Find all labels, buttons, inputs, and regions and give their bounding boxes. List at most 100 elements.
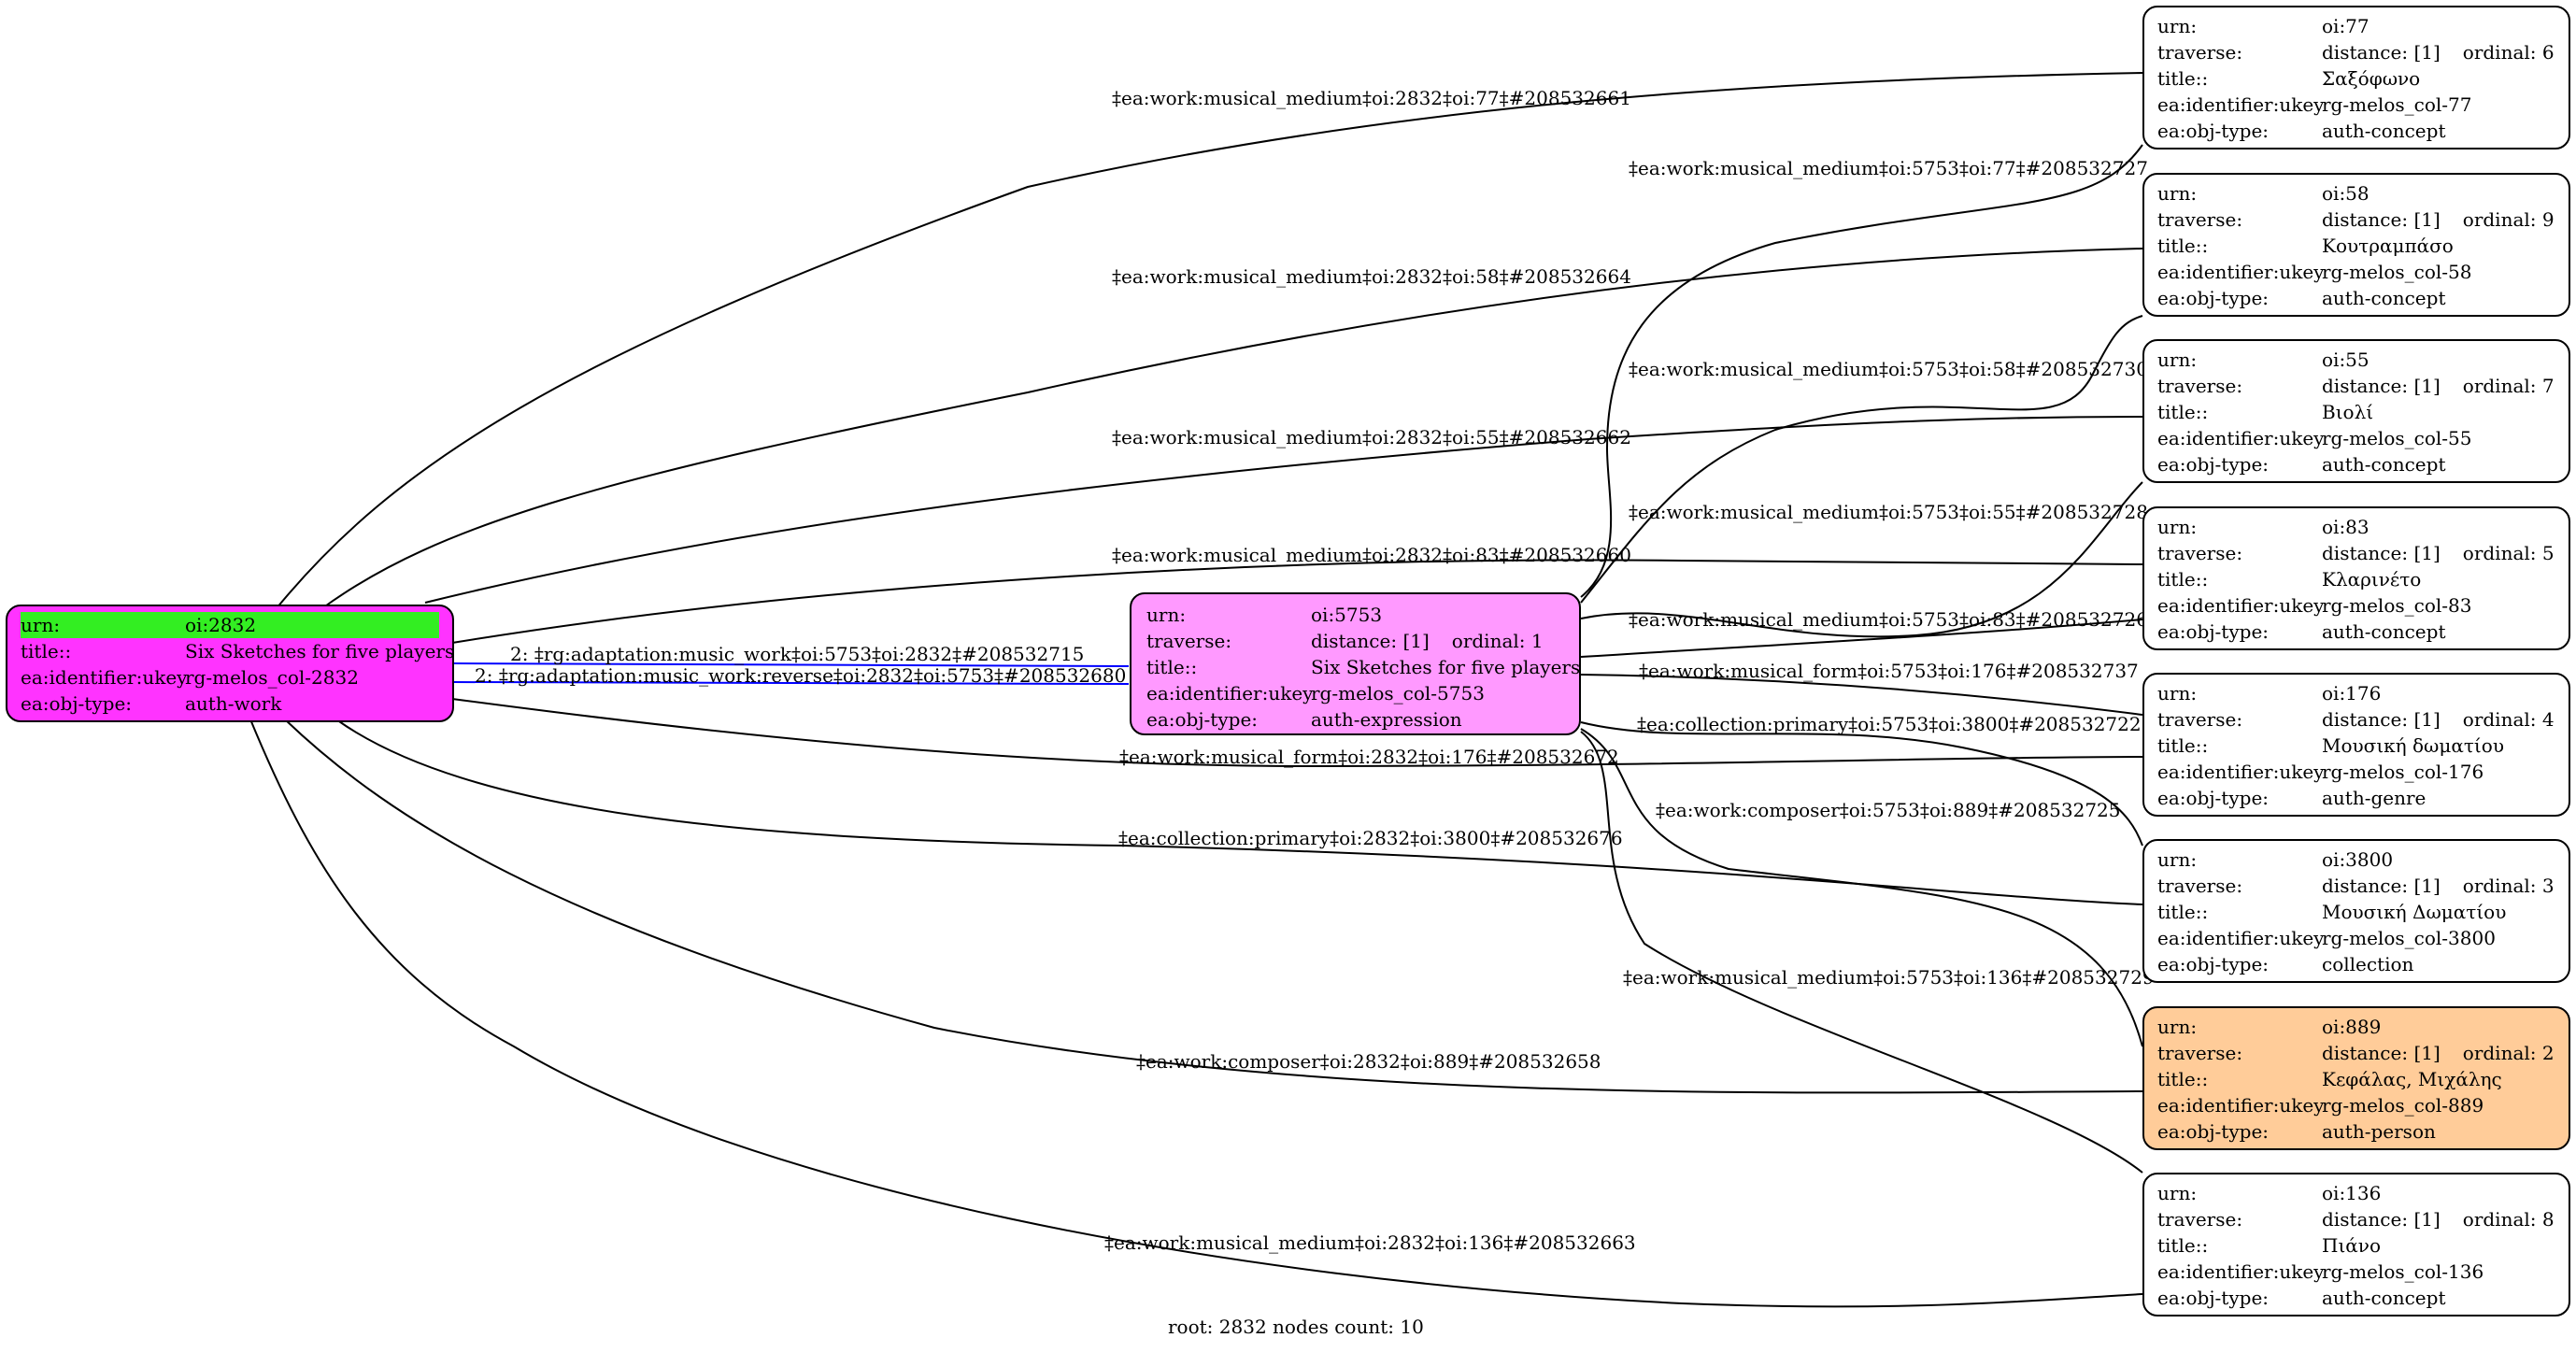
field-value: distance: [1] bbox=[2322, 542, 2441, 564]
field-label: ea:identifier:ukey bbox=[2157, 261, 2325, 283]
field-label: ea:identifier:ukey bbox=[2157, 594, 2325, 617]
edge-expression-to-58 bbox=[1580, 315, 2143, 604]
field-value: ordinal: 6 bbox=[2462, 41, 2555, 64]
field-value: Six Sketches for five players bbox=[1311, 656, 1581, 678]
edge-label: ‡ea:work:musical_form‡oi:5753‡oi:176‡#20… bbox=[1639, 660, 2139, 682]
field-value: oi:3800 bbox=[2322, 848, 2394, 871]
node-title-row: title::Μουσική Δωματίου bbox=[2157, 899, 2555, 925]
field-value: rg-melos_col-2832 bbox=[185, 666, 359, 689]
edge-label: ‡ea:work:musical_medium‡oi:5753‡oi:77‡#2… bbox=[1629, 157, 2148, 179]
node-oi-136[interactable]: urn:oi:136 traverse:distance: [1]ordinal… bbox=[2142, 1173, 2570, 1316]
field-label: ea:obj-type: bbox=[2157, 953, 2270, 975]
field-label: ea:obj-type: bbox=[2157, 287, 2270, 309]
field-value: ordinal: 4 bbox=[2462, 708, 2555, 731]
field-value: auth-expression bbox=[1311, 708, 1462, 731]
node-urn-row: urn: oi:5753 bbox=[1146, 602, 1564, 628]
edge-label: ‡ea:collection:primary‡oi:5753‡oi:3800‡#… bbox=[1637, 713, 2142, 735]
expression-node[interactable]: urn: oi:5753 traverse: distance: [1] ord… bbox=[1130, 592, 1581, 735]
field-value: auth-concept bbox=[2322, 287, 2446, 309]
node-traverse-row: traverse:distance: [1]ordinal: 3 bbox=[2157, 873, 2555, 899]
node-oi-58[interactable]: urn:oi:58 traverse:distance: [1]ordinal:… bbox=[2142, 173, 2570, 317]
field-value: rg-melos_col-5753 bbox=[1311, 682, 1485, 704]
field-value: rg-melos_col-3800 bbox=[2322, 927, 2496, 949]
field-value: rg-melos_col-58 bbox=[2322, 261, 2472, 283]
field-value: Six Sketches for five players bbox=[185, 640, 455, 662]
field-value: auth-concept bbox=[2322, 453, 2446, 476]
node-title-row: title::Βιολί bbox=[2157, 399, 2555, 425]
field-value: auth-concept bbox=[2322, 620, 2446, 643]
field-label: urn: bbox=[2157, 516, 2198, 538]
edge-label: ‡ea:work:musical_medium‡oi:5753‡oi:83‡#2… bbox=[1629, 608, 2148, 631]
field-value: oi:55 bbox=[2322, 349, 2370, 371]
node-oi-55[interactable]: urn:oi:55 traverse:distance: [1]ordinal:… bbox=[2142, 339, 2570, 483]
field-value: rg-melos_col-889 bbox=[2322, 1094, 2484, 1117]
field-label: urn: bbox=[2157, 1182, 2198, 1204]
field-label: urn: bbox=[21, 612, 185, 638]
node-ukey-row: ea:identifier:ukey rg-melos_col-2832 bbox=[21, 664, 439, 690]
field-value: ordinal: 8 bbox=[2462, 1208, 2555, 1231]
field-label: ea:obj-type: bbox=[1146, 708, 1259, 731]
field-value: ordinal: 3 bbox=[2462, 875, 2555, 897]
field-value: Σαξόφωνο bbox=[2322, 67, 2421, 90]
field-value: oi:136 bbox=[2322, 1182, 2382, 1204]
field-label: title:: bbox=[2157, 67, 2209, 90]
field-label: traverse: bbox=[2157, 375, 2243, 397]
node-title-row: title::Μουσική δωματίου bbox=[2157, 733, 2555, 759]
edge-work-to-58 bbox=[321, 248, 2143, 609]
edge-expression-to-83 bbox=[1580, 619, 2143, 658]
field-label: traverse: bbox=[1146, 630, 1232, 652]
edge-label: ‡ea:work:musical_medium‡oi:5753‡oi:136‡#… bbox=[1623, 966, 2155, 989]
field-label: urn: bbox=[2157, 848, 2198, 871]
node-oi-83[interactable]: urn:oi:83 traverse:distance: [1]ordinal:… bbox=[2142, 506, 2570, 650]
field-value: ordinal: 7 bbox=[2462, 375, 2555, 397]
field-value: collection bbox=[2322, 953, 2414, 975]
node-title-row: title::Σαξόφωνο bbox=[2157, 65, 2555, 92]
field-label: ea:identifier:ukey bbox=[2157, 1094, 2325, 1117]
field-label: traverse: bbox=[2157, 1042, 2243, 1064]
node-urn-row: urn: oi:136 bbox=[2157, 1180, 2555, 1206]
edge-expression-to-work bbox=[453, 662, 1130, 667]
field-label: ea:obj-type: bbox=[2157, 1287, 2270, 1309]
node-title-row: title:: Six Sketches for five players bbox=[21, 638, 454, 664]
field-value: rg-melos_col-136 bbox=[2322, 1260, 2484, 1283]
node-urn-row: urn:oi:176 bbox=[2157, 680, 2555, 706]
field-label: urn: bbox=[2157, 15, 2198, 37]
edge-label: ‡ea:work:musical_medium‡oi:2832‡oi:55‡#2… bbox=[1112, 426, 1631, 448]
field-label: ea:identifier:ukey bbox=[2157, 927, 2325, 949]
field-label: ea:identifier:ukey bbox=[21, 666, 188, 689]
field-value: distance: [1] bbox=[2322, 708, 2441, 731]
node-type-row: ea:obj-type:auth-person bbox=[2157, 1118, 2555, 1145]
node-oi-77[interactable]: urn:oi:77 traverse:distance: [1]ordinal:… bbox=[2142, 6, 2570, 149]
node-title-row: title::Κλαρινέτο bbox=[2157, 566, 2555, 592]
node-oi-176[interactable]: urn:oi:176 traverse:distance: [1]ordinal… bbox=[2142, 673, 2570, 817]
field-value: Μουσική δωματίου bbox=[2322, 734, 2504, 757]
field-value: distance: [1] bbox=[2322, 375, 2441, 397]
node-title-row: title::Κουτραμπάσο bbox=[2157, 233, 2555, 259]
field-label: urn: bbox=[2157, 1016, 2198, 1038]
field-label: ea:identifier:ukey bbox=[2157, 1260, 2325, 1283]
field-value: oi:77 bbox=[2322, 15, 2370, 37]
node-oi-889[interactable]: urn:oi:889 traverse:distance: [1]ordinal… bbox=[2142, 1006, 2570, 1150]
field-value: rg-melos_col-55 bbox=[2322, 427, 2472, 449]
field-label: title:: bbox=[2157, 901, 2209, 923]
field-value: auth-concept bbox=[2322, 1287, 2446, 1309]
field-label: ea:obj-type: bbox=[2157, 620, 2270, 643]
node-traverse-row: traverse:distance: [1]ordinal: 2 bbox=[2157, 1040, 2555, 1066]
field-value: distance: [1] bbox=[2322, 1042, 2441, 1064]
field-value: ordinal: 1 bbox=[1451, 630, 1544, 652]
edge-expression-to-136 bbox=[1580, 731, 2143, 1174]
edge-work-to-77 bbox=[276, 72, 2143, 609]
node-type-row: ea:obj-type: auth-concept bbox=[2157, 619, 2555, 645]
field-label: title:: bbox=[2157, 1234, 2209, 1257]
edge-label: ‡ea:collection:primary‡oi:2832‡oi:3800‡#… bbox=[1118, 827, 1623, 849]
node-title-row: title::Πιάνο bbox=[2157, 1232, 2555, 1259]
root-node[interactable]: urn: oi:2832 title:: Six Sketches for fi… bbox=[6, 605, 454, 722]
field-label: title:: bbox=[21, 640, 72, 662]
field-value: Κεφάλας, Μιχάλης bbox=[2322, 1068, 2502, 1090]
edge-expression-to-889 bbox=[1580, 728, 2143, 1047]
node-urn-row: urn:oi:889 bbox=[2157, 1014, 2555, 1040]
node-oi-3800[interactable]: urn: oi:3800 traverse:distance: [1]ordina… bbox=[2142, 839, 2570, 983]
